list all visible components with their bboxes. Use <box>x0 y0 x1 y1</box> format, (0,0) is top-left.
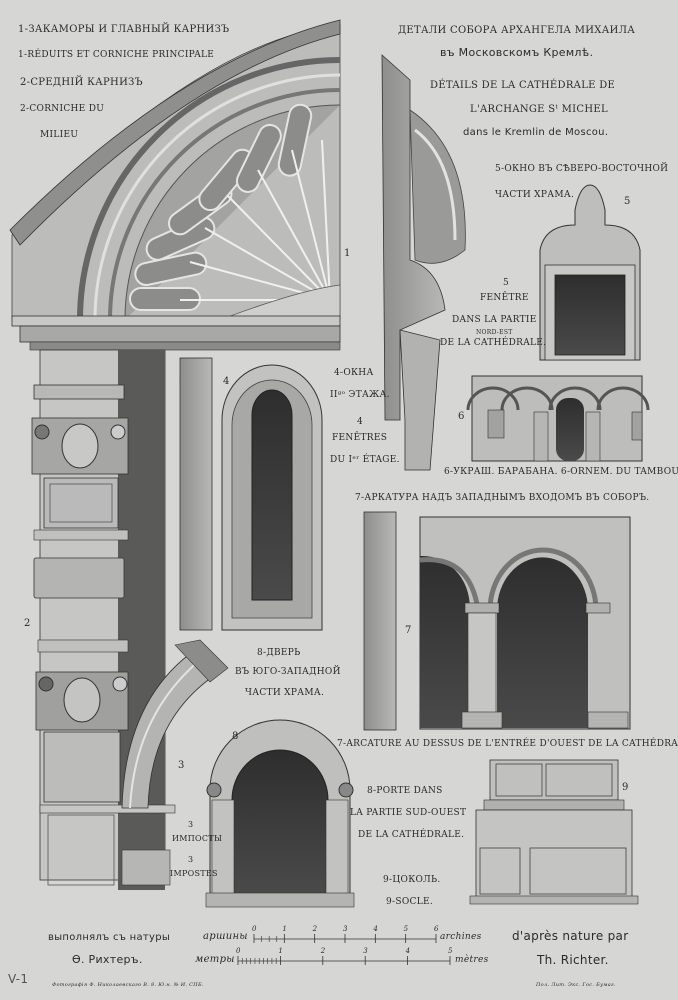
figure-4-number: 4 <box>223 376 230 387</box>
figure-6-number: 6 <box>458 411 465 422</box>
legend-item1-fr: 1-RÉDUITS ET CORNICHE PRINCIPALE <box>18 50 215 60</box>
figure-1-number: 1 <box>344 248 351 259</box>
figure-8-label-fr-c: DE LA CATHÉDRALE. <box>358 830 465 840</box>
figure-5-label-fr-b: DANS LA PARTIE <box>452 315 537 325</box>
figure-8-label-ru-b: ВЪ ЮГО-ЗАПАДНОЙ <box>235 667 341 677</box>
figure-7-number: 7 <box>405 625 412 636</box>
metre-label-ru: метры <box>195 954 235 965</box>
figure-2-pilaster-drawing <box>31 349 176 890</box>
figure-7-label-ru: 7-АРКАТУРА НАДЪ ЗАПАДНЫМЪ ВХОДОМЪ ВЪ СОБ… <box>355 493 650 503</box>
figure-1-cornice-profile <box>381 54 466 471</box>
legend-item2-ru: 2-СРЕДНІЙ КАРНИЗЪ <box>20 77 143 88</box>
metre-tick-label: 1 <box>278 947 284 955</box>
figure-5-label-fr-a: FENÊTRE <box>480 293 529 303</box>
legend-item2-fr-a: 2-CORNICHE DU <box>20 104 105 114</box>
metre-tick-label: 2 <box>320 947 326 955</box>
figure-5-label-fr-c: NORD-EST <box>476 329 513 336</box>
metre-label-fr: mètres <box>455 955 489 965</box>
arshin-tick-label: 1 <box>282 925 288 933</box>
figure-3-label-ru: ИМПОСТЫ <box>172 834 223 843</box>
figure-9-number: 9 <box>622 782 629 793</box>
title-fr-line1: DÉTAILS DE LA CATHÉDRALE DE <box>430 80 616 91</box>
sheet-number: V-1 <box>8 972 29 986</box>
figure-4-label-fr-a: FENÊTRES <box>332 433 388 443</box>
title-fr-line3: dans le Kremlin de Moscou. <box>463 127 609 138</box>
arshin-scale-ticks <box>253 934 437 943</box>
figure-3-number: 3 <box>178 760 185 771</box>
figure-4-window-drawing <box>179 357 323 631</box>
credit-ru-a: выполнялъ съ натуры <box>48 932 171 943</box>
figure-3-label-fr: IMPOSTES <box>170 869 218 878</box>
figure-9-socle-drawing <box>469 759 639 905</box>
figure-4-fr-num: 4 <box>357 417 364 427</box>
figure-8-label-ru-c: ЧАСТИ ХРАМА. <box>245 688 325 698</box>
credit-fr-a: d'après nature par <box>512 929 629 943</box>
arshin-tick-label: 2 <box>312 925 318 933</box>
figure-8-number: 8 <box>232 731 239 742</box>
metre-tick-label: 0 <box>236 947 241 955</box>
figure-3-ru-num: 3 <box>188 820 194 829</box>
figure-9-label-ru: 9-ЦОКОЛЬ. <box>383 875 441 885</box>
figure-7-label-fr: 7-ARCATURE AU DESSUS DE L'ENTRÉE D'OUEST… <box>337 739 678 749</box>
figure-5-fr-num: 5 <box>503 278 510 288</box>
figure-1-zakomara-drawing <box>9 19 341 351</box>
figure-8-door-drawing <box>205 719 355 908</box>
figure-5-window-drawing <box>539 184 641 361</box>
title-ru-line2: въ Московскомъ Кремлѣ. <box>440 46 594 59</box>
figure-7-arcature-drawing <box>363 511 631 731</box>
figure-6-label: 6-УКРАШ. БАРАБАНА. 6-ORNEM. DU TAMBOUR. <box>444 467 678 477</box>
figure-4-label-fr-b: DU Iᵉʳ ÉTAGE. <box>330 455 400 465</box>
arshin-tick-label: 6 <box>434 925 439 933</box>
figure-8-label-fr-a: 8-PORTE DANS <box>367 786 443 796</box>
metre-tick-label: 3 <box>363 947 368 955</box>
figure-8-label-fr-b: LA PARTIE SUD-OUEST <box>350 808 467 818</box>
arshin-label-fr: archines <box>440 932 482 942</box>
figure-5-label-fr-d: DE LA CATHÉDRALE. <box>440 338 547 348</box>
figure-8-label-ru-a: 8-ДВЕРЬ <box>257 648 301 658</box>
figure-9-label-fr: 9-SOCLE. <box>386 897 434 907</box>
credit-ru-b: Ѳ. Рихтеръ. <box>72 953 143 966</box>
arshin-tick-label: 5 <box>403 925 409 933</box>
figure-6-drum-ornament-drawing <box>466 375 650 462</box>
figure-2-number: 2 <box>24 618 31 629</box>
figure-5-label-ru-b: ЧАСТИ ХРАМА. <box>495 190 575 200</box>
scale-bars <box>238 938 450 962</box>
figure-4-label-ru-b: IIᵍᵒ ЭТАЖА. <box>330 390 390 400</box>
printer-right: Пол. Лит. Экс. Гос. Бумаг. <box>536 982 616 988</box>
arshin-tick-label: 0 <box>252 925 257 933</box>
arshin-label-ru: аршины <box>203 931 248 942</box>
figure-4-label-ru-a: 4-ОКНА <box>334 368 374 378</box>
figure-5-label-ru-a: 5-ОКНО ВЪ СѢВЕРО-ВОСТОЧНОЙ <box>495 164 669 174</box>
title-fr-line2: L'ARCHANGE Sᵗ MICHEL <box>470 104 608 115</box>
title-ru-line1: ДЕТАЛИ СОБОРА АРХАНГЕЛА МИХАИЛА <box>398 25 636 36</box>
credit-fr-b: Th. Richter. <box>537 953 609 967</box>
metre-tick-label: 5 <box>448 947 453 955</box>
metre-scale-ticks <box>237 956 451 965</box>
arshin-tick-label: 3 <box>343 925 348 933</box>
arshin-tick-label: 4 <box>373 925 379 933</box>
legend-item1-ru: 1-ЗАКАМОРЫ И ГЛАВНЫЙ КАРНИЗЪ <box>18 24 230 35</box>
figure-5-number: 5 <box>624 196 631 207</box>
figure-3-impost-drawing <box>121 639 229 809</box>
metre-tick-label: 4 <box>405 947 411 955</box>
printer-left: Фотографія Ф. Николаевскаго В. 8. Ю.н. №… <box>52 982 204 988</box>
figure-3-fr-num: 3 <box>188 855 194 864</box>
legend-item2-fr-b: MILIEU <box>40 130 79 140</box>
